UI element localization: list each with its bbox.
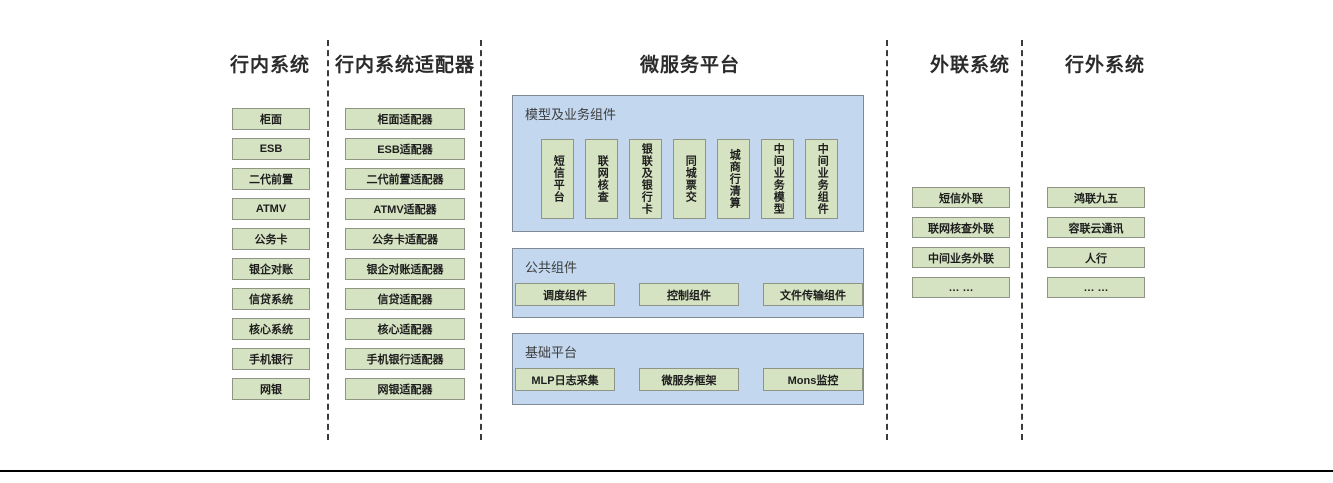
node-base-platform-2[interactable]: Mons监控 bbox=[763, 368, 863, 391]
node-in-bank-adapters-6[interactable]: 信贷适配器 bbox=[345, 288, 465, 310]
node-out-of-bank-systems-3[interactable]: … … bbox=[1047, 277, 1145, 298]
node-base-platform-0[interactable]: MLP日志采集 bbox=[515, 368, 615, 391]
node-in-bank-systems-4[interactable]: 公务卡 bbox=[232, 228, 310, 250]
column-divider-3 bbox=[886, 40, 888, 440]
column-title-out-of-bank-systems: 行外系统 bbox=[1064, 55, 1145, 76]
node-external-link-systems-2[interactable]: 中间业务外联 bbox=[912, 247, 1010, 268]
node-in-bank-systems-1[interactable]: ESB bbox=[232, 138, 310, 160]
node-out-of-bank-systems-0[interactable]: 鸿联九五 bbox=[1047, 187, 1145, 208]
node-public-components-1[interactable]: 控制组件 bbox=[639, 283, 739, 306]
panel-title-base-platform: 基础平台 bbox=[525, 345, 578, 360]
node-in-bank-systems-0[interactable]: 柜面 bbox=[232, 108, 310, 130]
panel-model-business-components: 模型及业务组件短信平台联网核查银联及银行卡同城票交城商行清算中间业务模型中间业务… bbox=[512, 95, 864, 232]
node-in-bank-systems-6[interactable]: 信贷系统 bbox=[232, 288, 310, 310]
node-external-link-systems-1[interactable]: 联网核查外联 bbox=[912, 217, 1010, 238]
node-in-bank-adapters-2[interactable]: 二代前置适配器 bbox=[345, 168, 465, 190]
node-model-business-components-3[interactable]: 同城票交 bbox=[673, 139, 706, 219]
node-in-bank-adapters-5[interactable]: 银企对账适配器 bbox=[345, 258, 465, 280]
panel-base-platform: 基础平台 MLP日志采集 微服务框架 Mons监控 bbox=[512, 333, 864, 405]
node-in-bank-systems-7[interactable]: 核心系统 bbox=[232, 318, 310, 340]
node-model-business-components-1[interactable]: 联网核查 bbox=[585, 139, 618, 219]
column-divider-1 bbox=[327, 40, 329, 440]
node-in-bank-systems-3[interactable]: ATMV bbox=[232, 198, 310, 220]
node-public-components-0[interactable]: 调度组件 bbox=[515, 283, 615, 306]
node-in-bank-adapters-3[interactable]: ATMV适配器 bbox=[345, 198, 465, 220]
node-in-bank-adapters-1[interactable]: ESB适配器 bbox=[345, 138, 465, 160]
node-base-platform-1[interactable]: 微服务框架 bbox=[639, 368, 739, 391]
node-in-bank-systems-9[interactable]: 网银 bbox=[232, 378, 310, 400]
panel-public-components: 公共组件调度组件 控制组件 文件传输组件 bbox=[512, 248, 864, 318]
node-public-components-2[interactable]: 文件传输组件 bbox=[763, 283, 863, 306]
node-external-link-systems-3[interactable]: … … bbox=[912, 277, 1010, 298]
node-in-bank-systems-2[interactable]: 二代前置 bbox=[232, 168, 310, 190]
column-title-external-link-systems: 外联系统 bbox=[929, 55, 1010, 76]
node-external-link-systems-0[interactable]: 短信外联 bbox=[912, 187, 1010, 208]
node-model-business-components-0[interactable]: 短信平台 bbox=[541, 139, 574, 219]
node-in-bank-adapters-4[interactable]: 公务卡适配器 bbox=[345, 228, 465, 250]
node-in-bank-adapters-9[interactable]: 网银适配器 bbox=[345, 378, 465, 400]
node-model-business-components-5[interactable]: 中间业务模型 bbox=[761, 139, 794, 219]
panel-title-public-components: 公共组件 bbox=[525, 260, 578, 275]
column-divider-2 bbox=[480, 40, 482, 440]
node-model-business-components-4[interactable]: 城商行清算 bbox=[717, 139, 750, 219]
node-out-of-bank-systems-2[interactable]: 人行 bbox=[1047, 247, 1145, 268]
node-model-business-components-2[interactable]: 银联及银行卡 bbox=[629, 139, 662, 219]
node-in-bank-adapters-8[interactable]: 手机银行适配器 bbox=[345, 348, 465, 370]
column-title-in-bank-systems: 行内系统 bbox=[229, 55, 310, 76]
bottom-rule bbox=[0, 470, 1333, 472]
node-in-bank-adapters-0[interactable]: 柜面适配器 bbox=[345, 108, 465, 130]
column-title-in-bank-adapters: 行内系统适配器 bbox=[334, 55, 475, 76]
panel-title-model-business-components: 模型及业务组件 bbox=[525, 107, 617, 122]
column-divider-4 bbox=[1021, 40, 1023, 440]
node-in-bank-adapters-7[interactable]: 核心适配器 bbox=[345, 318, 465, 340]
node-in-bank-systems-5[interactable]: 银企对账 bbox=[232, 258, 310, 280]
node-in-bank-systems-8[interactable]: 手机银行 bbox=[232, 348, 310, 370]
column-title-microservice-platform: 微服务平台 bbox=[639, 55, 740, 76]
node-out-of-bank-systems-1[interactable]: 容联云通讯 bbox=[1047, 217, 1145, 238]
node-model-business-components-6[interactable]: 中间业务组件 bbox=[805, 139, 838, 219]
